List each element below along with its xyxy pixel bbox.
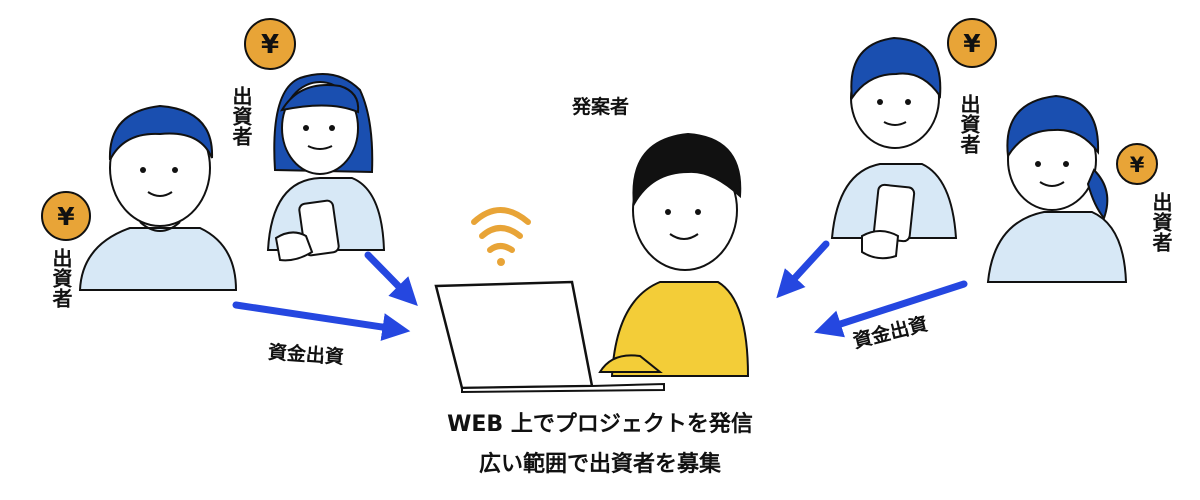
- proposer-label: 発案者: [572, 96, 630, 118]
- coin-icon: ¥: [41, 191, 91, 241]
- coin-icon: ¥: [1116, 143, 1158, 185]
- funding-arrow: [814, 280, 968, 338]
- funding-arrow: [364, 251, 418, 307]
- caption-line-1: WEB 上でプロジェクトを発信: [447, 412, 753, 437]
- investor-figure-right-phone: [830, 36, 958, 260]
- proposer-figure: [598, 132, 750, 377]
- svg-text:¥: ¥: [57, 202, 75, 231]
- svg-text:¥: ¥: [261, 30, 279, 60]
- investor-label: 出資者: [49, 248, 73, 308]
- funding-arrow: [232, 301, 411, 341]
- coin-icon: ¥: [244, 18, 296, 70]
- funding-label: 資金出資: [267, 341, 345, 369]
- svg-text:¥: ¥: [1130, 153, 1145, 177]
- laptop: [434, 280, 665, 394]
- investor-label: 出資者: [1149, 192, 1173, 252]
- caption-line-2: 広い範囲で出資者を募集: [478, 452, 721, 477]
- investor-figure-left: [78, 104, 238, 291]
- investor-label: 出資者: [229, 86, 253, 146]
- funding-arrow: [776, 240, 830, 299]
- wifi-icon: [471, 207, 531, 266]
- svg-text:¥: ¥: [963, 29, 981, 58]
- investor-label: 出資者: [957, 94, 981, 154]
- investor-figure-right: [986, 94, 1128, 283]
- coin-icon: ¥: [947, 18, 997, 68]
- investor-figure-left-phone: [266, 73, 386, 262]
